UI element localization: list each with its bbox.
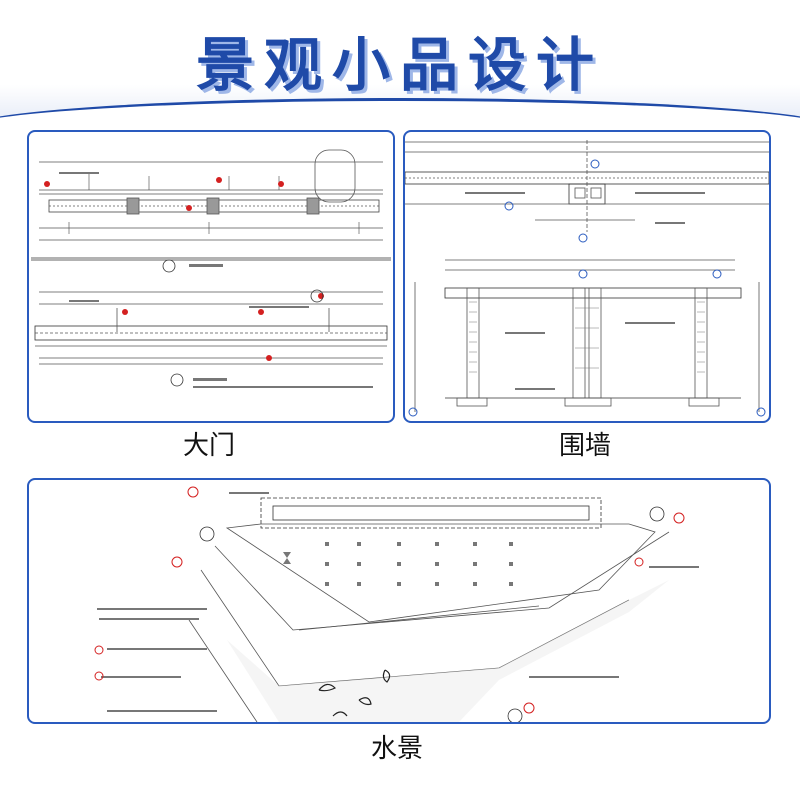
gate-drawing-panel	[27, 130, 395, 423]
gate-cad-drawing	[31, 149, 391, 388]
wall-caption: 围墙	[558, 431, 611, 461]
wall-cad-drawing	[405, 140, 769, 417]
wall-drawing-panel	[403, 130, 771, 423]
water-feature-caption: 水景	[370, 734, 423, 764]
page-title: 景观小品设计	[195, 31, 604, 99]
water-feature-drawing-panel	[27, 478, 771, 724]
gate-caption: 大门	[182, 431, 235, 461]
water-feature-cad-drawing	[94, 486, 699, 722]
